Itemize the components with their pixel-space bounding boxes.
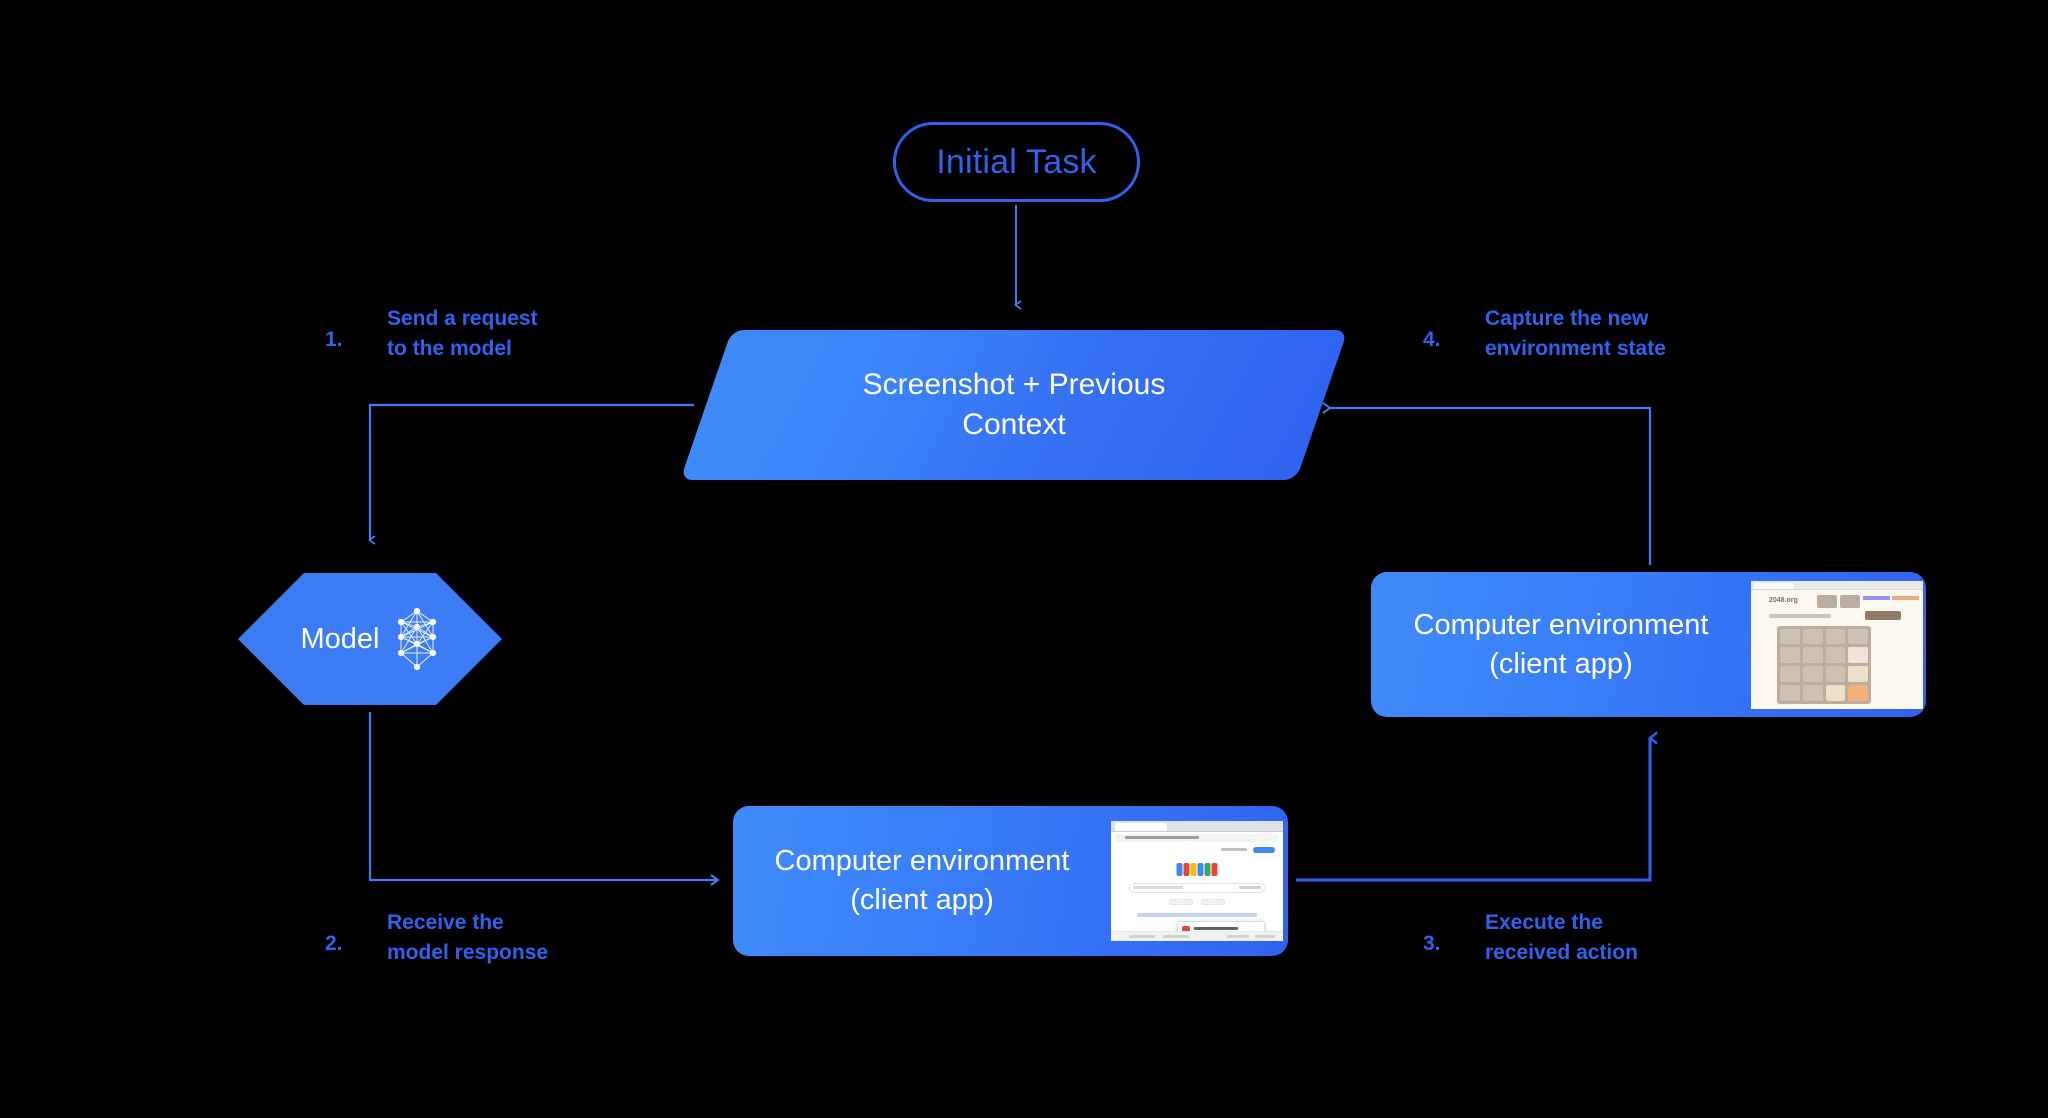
board-cell (1825, 628, 1846, 645)
computer-env-right-line2: (client app) (1489, 647, 1633, 680)
search-icons (1239, 886, 1261, 889)
browser-tab (1115, 823, 1167, 831)
board-cell (1802, 684, 1823, 701)
board-cell (1780, 684, 1800, 701)
page-footer (1111, 931, 1283, 941)
footer-link (1129, 935, 1155, 938)
step-3: 3. Execute the received action (1423, 908, 1638, 969)
connector-right-env-to-screenshot (1322, 402, 1652, 565)
best-score-box (1840, 594, 1860, 608)
browser-toolbar (1751, 580, 1923, 590)
model-label: Model (300, 622, 380, 655)
hexagon-shape (238, 573, 502, 705)
new-game-button[interactable] (1865, 610, 1901, 620)
score-box (1817, 594, 1837, 608)
step-1: 1. Send a request to the model (325, 304, 538, 365)
computer-env-bottom-label: Computer environment (client app) (737, 842, 1107, 920)
connector-bottom-env-to-right-env (1296, 731, 1658, 882)
step-2: 2. Receive the model response (325, 908, 548, 969)
browser-tab (1754, 582, 1794, 589)
dialog-title (1194, 927, 1238, 930)
connector-model-to-bottom-env (368, 712, 720, 886)
board-cell (1780, 628, 1800, 645)
footer-link (1255, 935, 1275, 938)
node-screenshot-previous-context[interactable]: Screenshot + Previous Context (680, 330, 1348, 480)
step-4-number: 4. (1423, 328, 1441, 351)
url-text (1125, 836, 1199, 839)
search-input[interactable] (1129, 883, 1265, 893)
step-4: 4. Capture the new environment state (1423, 304, 1666, 365)
board-cell (1825, 647, 1846, 663)
footer-link (1163, 935, 1189, 938)
page-links (1863, 595, 1919, 600)
step-1-text: Send a request to the model (387, 307, 538, 361)
board-cell (1802, 666, 1823, 682)
node-computer-environment-bottom[interactable]: Computer environment (client app) (733, 806, 1288, 956)
search-text (1133, 886, 1183, 889)
board-cell (1825, 666, 1846, 682)
node-model[interactable]: Model (238, 573, 502, 705)
parallelogram-text: Screenshot + Previous Context (706, 330, 1322, 480)
step-4-text: Capture the new environment state (1485, 307, 1666, 361)
browser-chrome (1111, 821, 1283, 832)
step-2-text: Receive the model response (387, 911, 549, 965)
screenshot-context-line1: Screenshot + Previous (862, 368, 1166, 402)
board-tile (1848, 666, 1868, 682)
board-cell (1848, 628, 1868, 645)
connector-screenshot-to-model (370, 403, 694, 540)
thumbnail-google-search[interactable] (1111, 821, 1283, 941)
screenshot-context-line2: Context (962, 408, 1066, 441)
sign-in-button[interactable] (1253, 847, 1275, 853)
board-cell (1802, 647, 1823, 663)
promo-text (1137, 913, 1257, 917)
footer-link (1227, 935, 1249, 938)
header-links (1221, 848, 1247, 851)
game-2048-site-title: 2048.org (1769, 596, 1798, 604)
board-tile (1825, 684, 1846, 701)
search-buttons[interactable] (1169, 899, 1225, 905)
board-cell (1780, 666, 1800, 682)
step-1-number: 1. (325, 328, 343, 351)
board-cell (1780, 647, 1800, 663)
step-2-number: 2. (325, 932, 343, 955)
neural-network-icon (397, 607, 436, 671)
step-3-number: 3. (1423, 932, 1441, 955)
thumbnail-2048-game[interactable]: 2048.org (1751, 580, 1923, 709)
board-tile (1848, 684, 1868, 701)
dialog-icon (1182, 926, 1190, 934)
computer-env-bottom-line2: (client app) (850, 884, 994, 916)
node-computer-environment-right[interactable]: Computer environment (client app) 2048.o… (1371, 572, 1926, 717)
initial-task-label: Initial Task (936, 142, 1097, 181)
game-subtitle (1769, 613, 1831, 618)
node-initial-task[interactable]: Initial Task (893, 122, 1140, 202)
board-cell (1802, 628, 1823, 645)
computer-env-right-line1: Computer environment (1413, 608, 1709, 641)
computer-env-bottom-line1: Computer environment (774, 845, 1070, 878)
game-board[interactable] (1777, 625, 1871, 704)
board-tile (1848, 647, 1868, 663)
step-3-text: Execute the received action (1485, 911, 1638, 965)
google-logo-icon (1176, 863, 1218, 876)
computer-env-right-label: Computer environment (client app) (1375, 606, 1747, 684)
